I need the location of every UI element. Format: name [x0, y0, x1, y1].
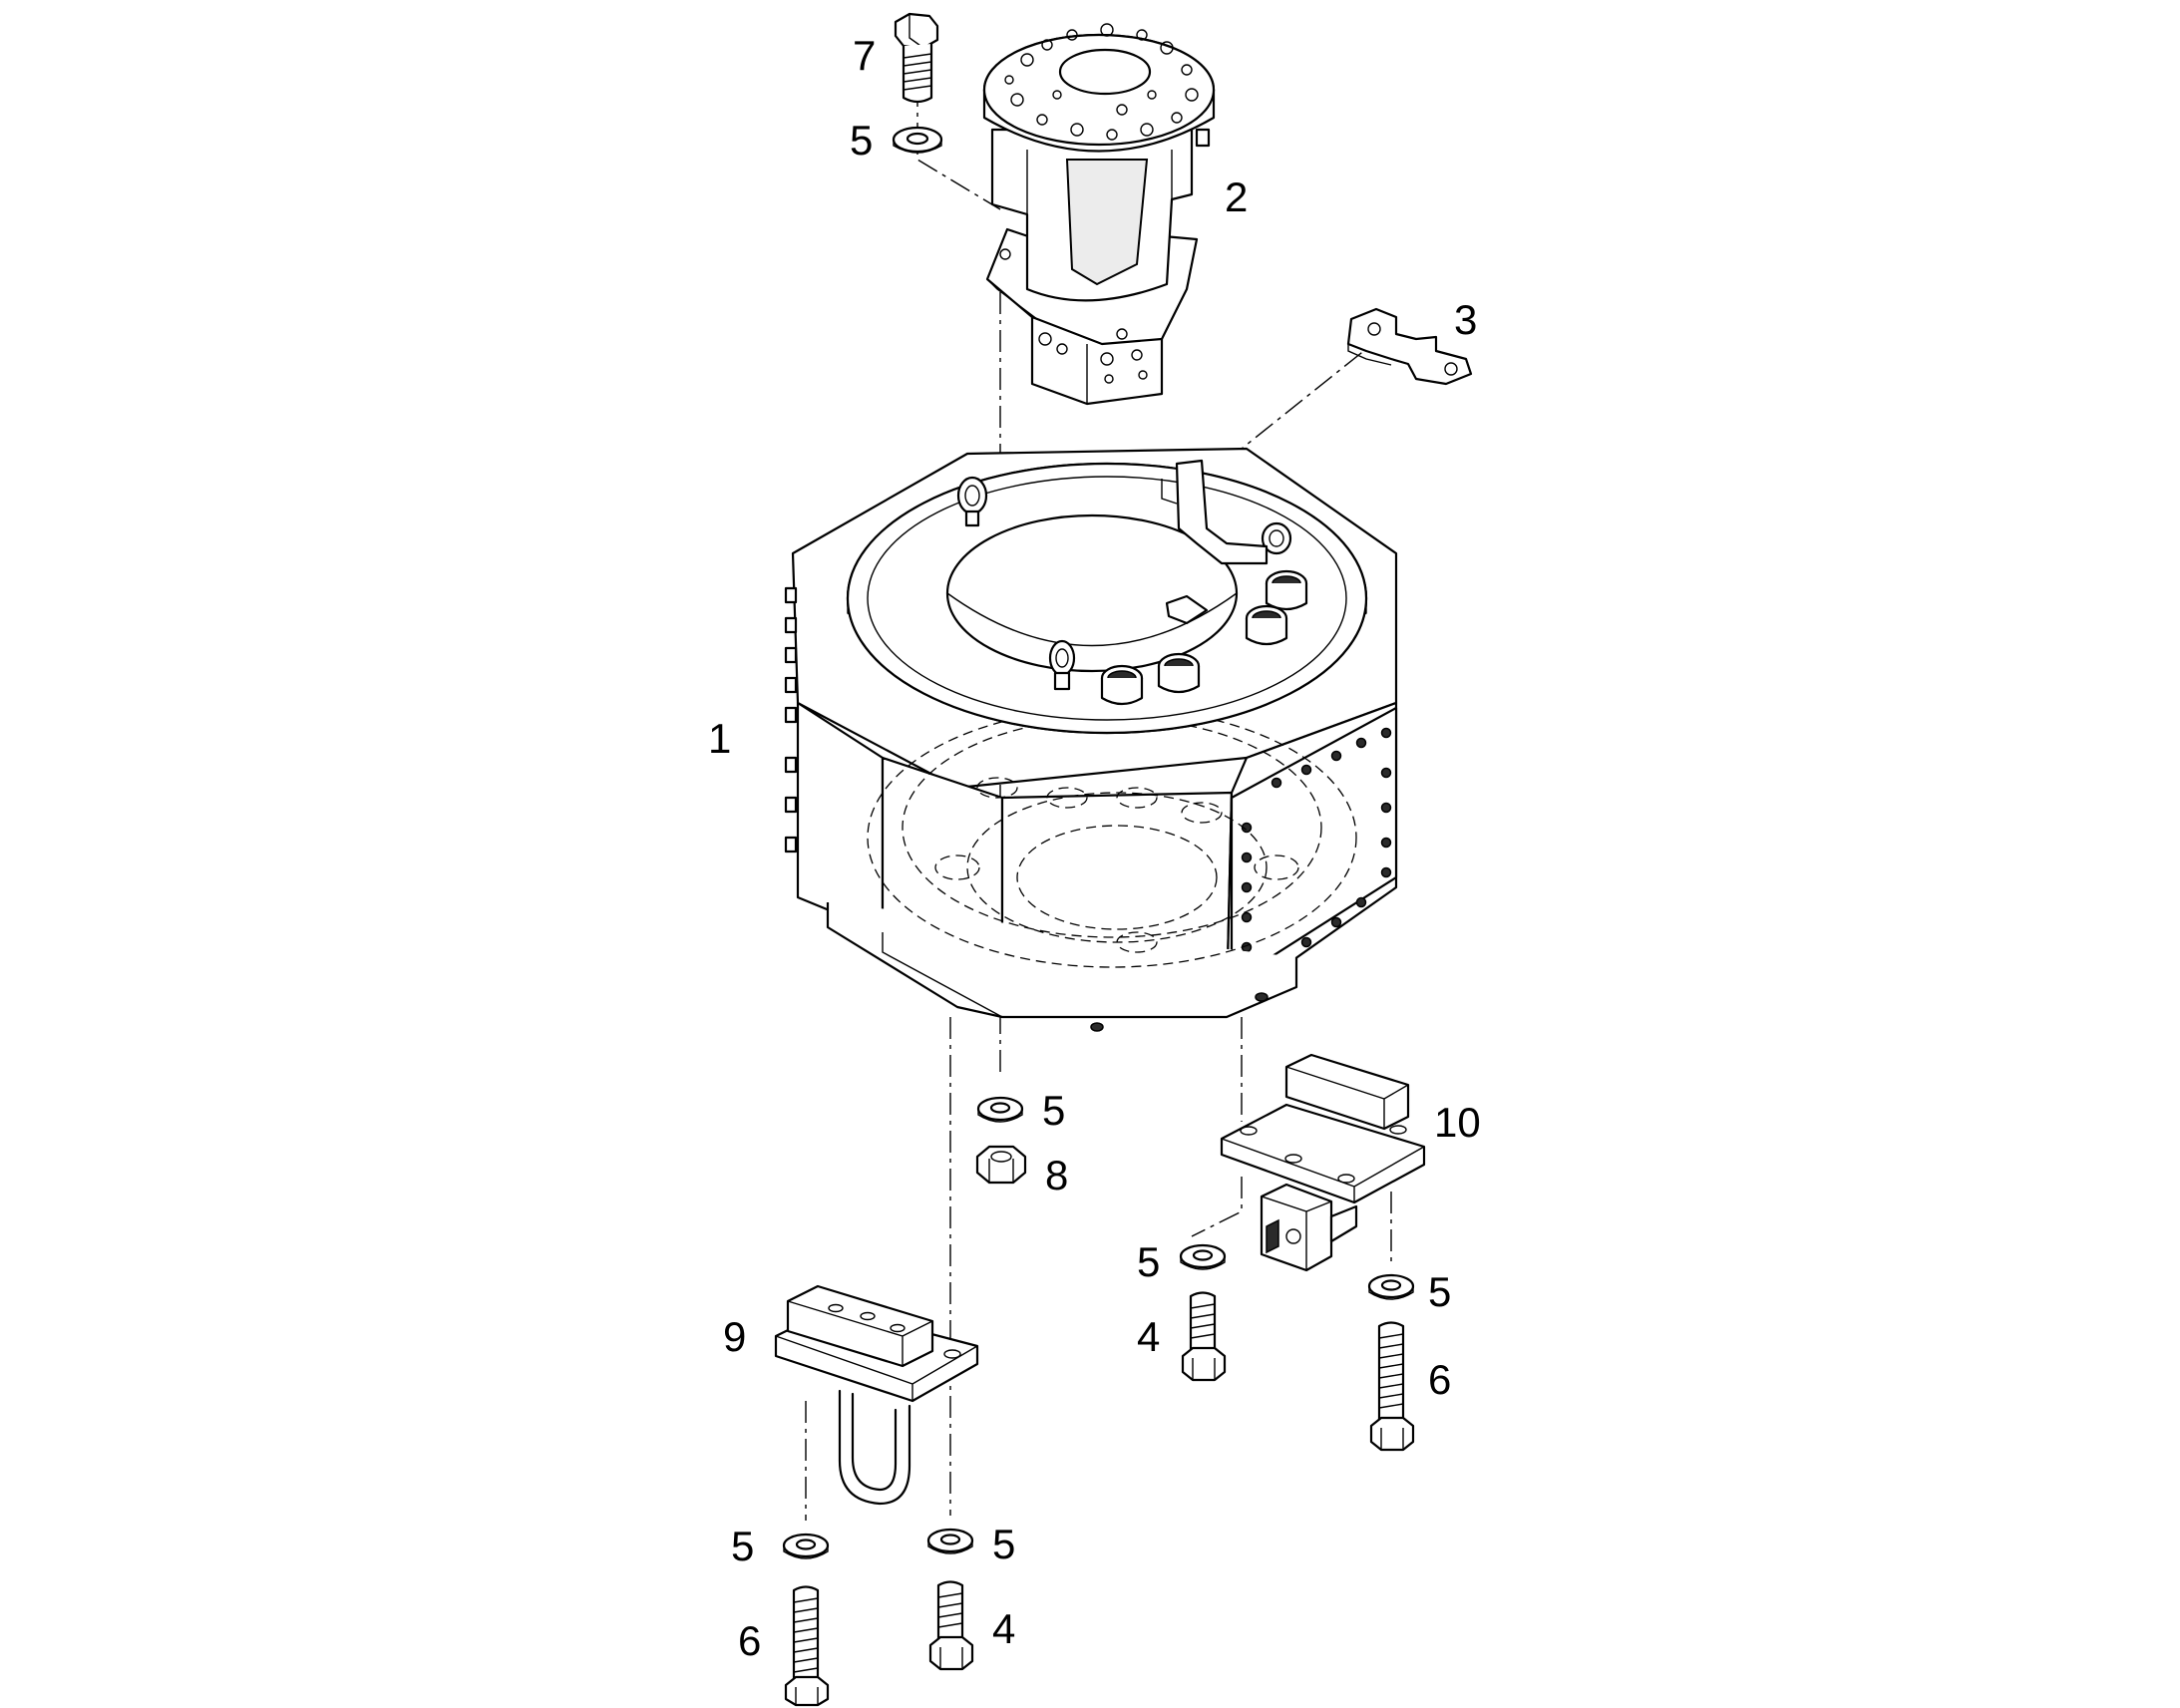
part-6-bolt-right	[1369, 1321, 1415, 1452]
part-1-housing	[784, 447, 1398, 1032]
eye-bolt	[956, 476, 988, 527]
hose-coupling	[1100, 664, 1144, 706]
callout-5: 5	[992, 1521, 1015, 1567]
callout-1: 1	[708, 715, 731, 762]
callout-6: 6	[738, 1617, 761, 1664]
callout-5: 5	[1137, 1238, 1160, 1285]
callout-6: 6	[1428, 1356, 1451, 1403]
callout-labels: 1 2 3 7 5 5 8 10 5 4 5 6 9 5 6 5 4	[708, 32, 1481, 1664]
eye-bolt	[1048, 639, 1076, 691]
callout-5: 5	[731, 1523, 754, 1569]
hose-coupling	[1157, 652, 1201, 694]
part-10-bracket	[1220, 1053, 1426, 1272]
callout-3: 3	[1454, 296, 1477, 343]
callout-4: 4	[1137, 1313, 1160, 1360]
part-5-washer-left-a	[782, 1533, 830, 1559]
callout-2: 2	[1225, 173, 1248, 220]
part-5-washer-right-b	[1367, 1273, 1415, 1300]
part-5-washer-top	[892, 126, 943, 154]
part-6-bolt-left	[784, 1585, 830, 1707]
callout-7: 7	[853, 32, 876, 79]
callout-5: 5	[850, 117, 873, 164]
callout-4: 4	[992, 1605, 1015, 1652]
callout-8: 8	[1045, 1152, 1068, 1198]
part-2-swivel	[982, 23, 1216, 406]
part-8-nut	[975, 1145, 1027, 1185]
part-5-washer-left-b	[926, 1528, 974, 1554]
hose-coupling	[1265, 569, 1308, 611]
part-9-bracket	[774, 1284, 979, 1506]
part-4-bolt-left	[928, 1580, 974, 1671]
callout-9: 9	[723, 1313, 746, 1360]
eye-bolt	[1261, 521, 1292, 555]
callout-5: 5	[1042, 1087, 1065, 1134]
callout-5: 5	[1428, 1268, 1451, 1315]
hose-coupling	[1245, 604, 1288, 646]
part-5-washer-mid	[976, 1096, 1024, 1123]
part-5-washer-right-a	[1179, 1243, 1227, 1270]
part-3-bracket	[1346, 307, 1473, 386]
callout-10: 10	[1434, 1099, 1481, 1146]
part-4-bolt-right	[1181, 1291, 1227, 1382]
part-7-bolt	[894, 12, 939, 104]
